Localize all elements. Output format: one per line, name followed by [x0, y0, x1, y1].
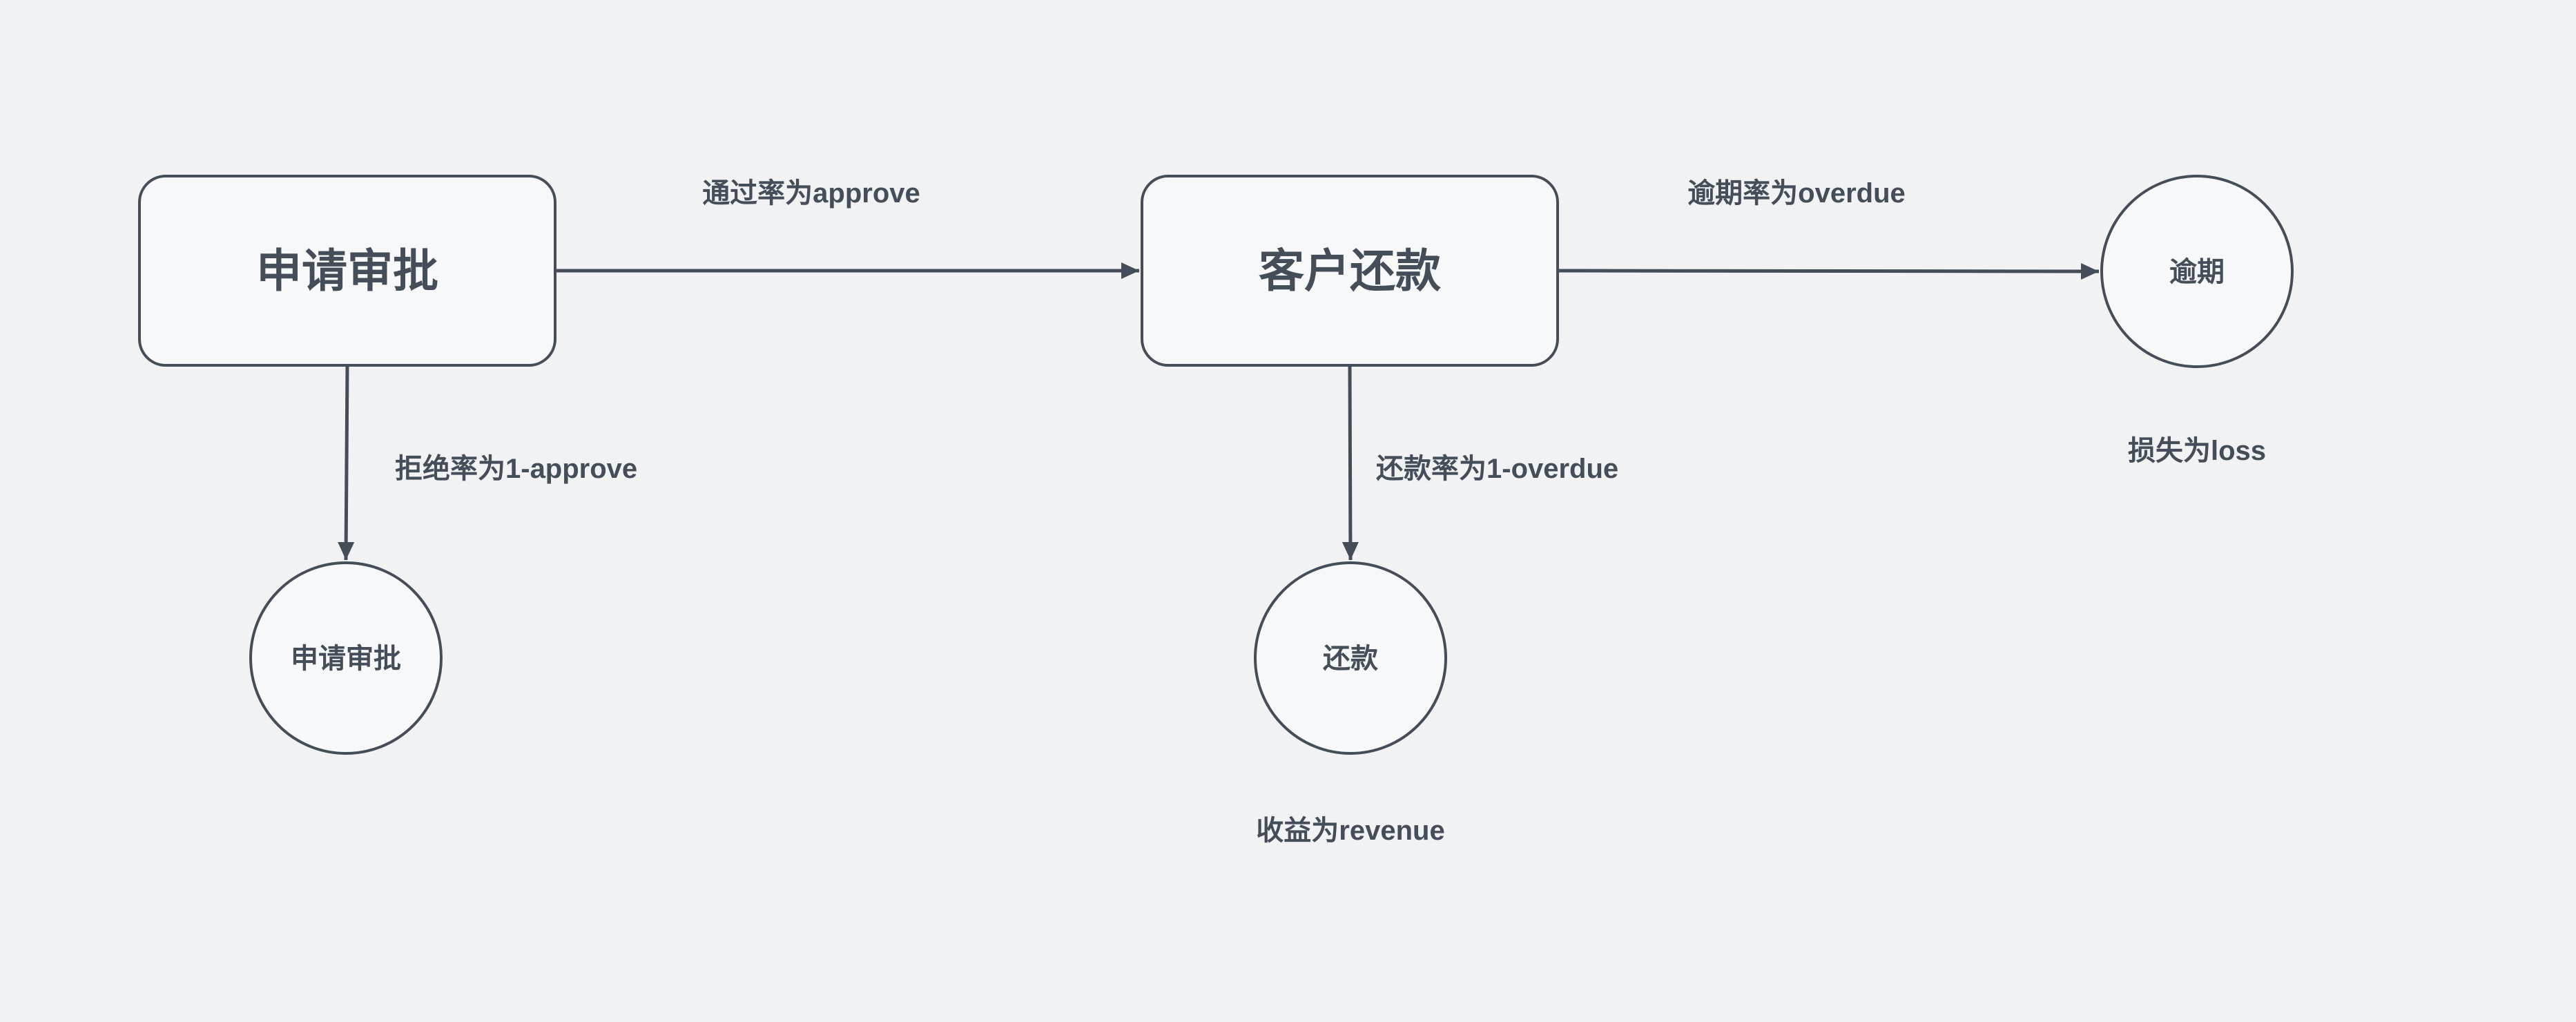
node-application-approval-circle[interactable] [249, 561, 443, 755]
node-repayment-circle[interactable] [1254, 561, 1447, 755]
node-application-approval-box[interactable] [138, 175, 556, 367]
edge-label-repay: 还款率为1-overdue [1376, 454, 1618, 484]
edge-label-approve: 通过率为approve [702, 178, 920, 209]
edge-label-reject: 拒绝率为1-approve [395, 453, 637, 484]
node-customer-repayment-box-label: 客户还款 [1259, 245, 1441, 296]
edge-label-overdue: 逾期率为overdue [1687, 178, 1906, 209]
revenue-annotation: 收益为revenue [1256, 816, 1444, 846]
node-overdue-circle[interactable] [2100, 175, 2294, 368]
edge-reject-arrow[interactable] [338, 365, 355, 561]
node-repayment-circle-label: 还款 [1323, 644, 1378, 674]
node-application-approval-circle-label: 申请审批 [291, 644, 401, 674]
loss-annotation: 损失为loss [2128, 436, 2266, 466]
node-overdue-circle-label: 逾期 [2169, 257, 2225, 287]
node-customer-repayment-box[interactable] [1141, 175, 1559, 367]
node-application-approval-box-label: 申请审批 [256, 245, 438, 296]
